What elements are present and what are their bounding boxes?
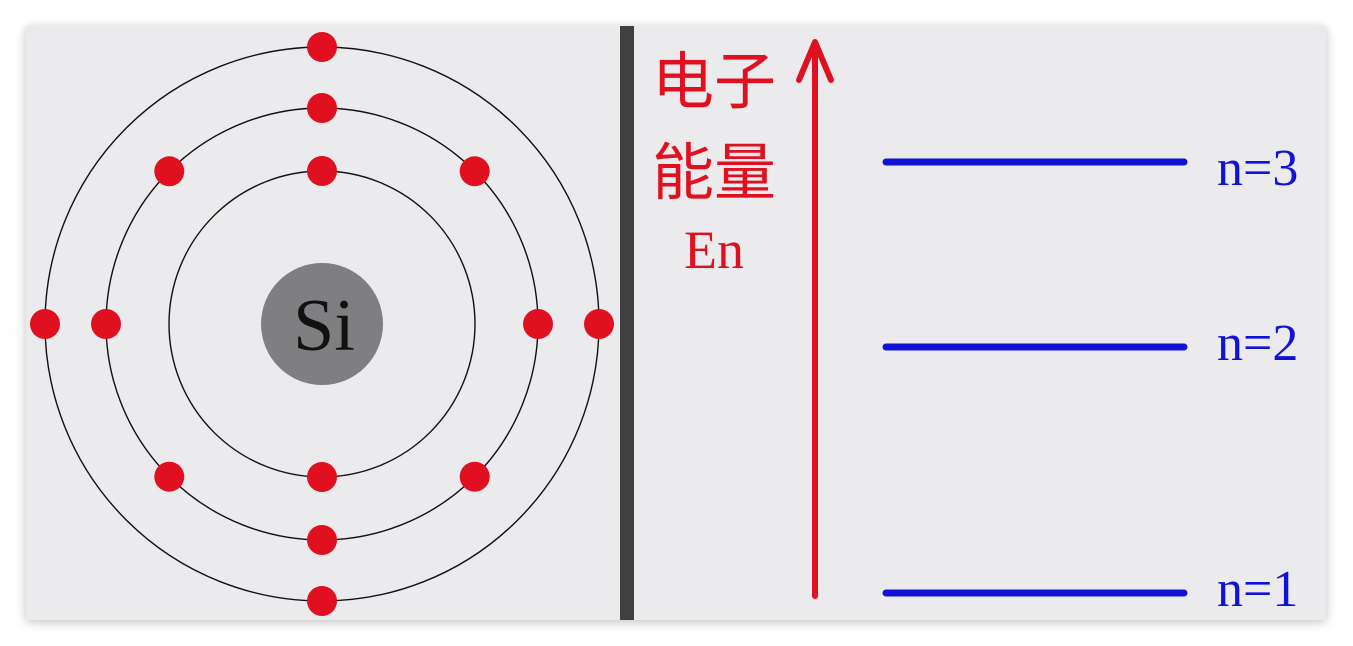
nucleus	[261, 263, 383, 385]
energy-axis-label-line-1: 电子	[652, 45, 776, 118]
diagram-panel	[26, 26, 1326, 620]
electron-shell-1-1	[307, 156, 337, 186]
level-label-n3: n=3	[1217, 140, 1298, 197]
electron-shell-2-2	[459, 156, 490, 187]
energy-axis: 电子 能量 En	[652, 39, 834, 599]
level-label-n1: n=1	[1217, 561, 1298, 618]
energy-levels: n=3 n=2 n=1	[882, 140, 1298, 618]
electron-shell-3-2	[584, 309, 614, 339]
electron-shell-2-8	[154, 156, 185, 187]
level-label-n2: n=2	[1217, 315, 1298, 372]
electron-shell-1-2	[307, 462, 337, 492]
electron-shell-3-3	[307, 586, 337, 616]
bohr-model: Si	[30, 32, 614, 616]
divider-bar	[620, 26, 634, 620]
electron-shell-2-6	[154, 461, 185, 492]
electron-shell-3-1	[307, 32, 337, 62]
nucleus-label: Si	[293, 285, 355, 367]
electron-shell-2-5	[307, 525, 337, 555]
electron-shell-2-3	[523, 309, 553, 339]
electrons	[30, 32, 614, 616]
energy-axis-arrowhead	[796, 39, 834, 83]
electron-shell-2-7	[91, 309, 121, 339]
electron-shell-2-4	[459, 461, 490, 492]
electron-shell-3-4	[30, 309, 60, 339]
energy-axis-label-line-3: En	[684, 220, 744, 280]
energy-axis-label-line-2: 能量	[652, 136, 776, 209]
electron-shell-2-1	[307, 93, 337, 123]
